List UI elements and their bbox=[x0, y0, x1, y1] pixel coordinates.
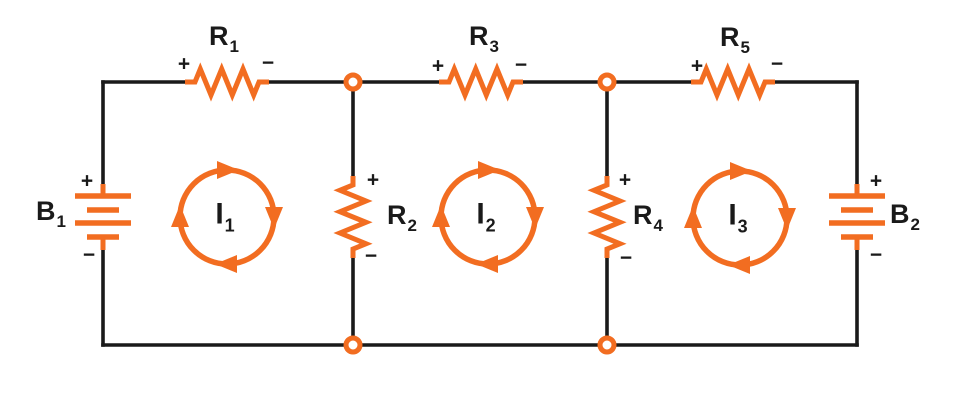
mesh-current-i3-label: I3 bbox=[728, 198, 748, 237]
resistor-r2-symbol bbox=[333, 176, 373, 258]
wires bbox=[101, 80, 859, 347]
junction-nodes bbox=[343, 72, 617, 355]
r3-plus-sign: + bbox=[431, 54, 445, 78]
mesh-current-loops bbox=[171, 161, 796, 274]
b2-minus-sign: − bbox=[869, 243, 883, 267]
mesh-loop-i1 bbox=[171, 161, 283, 273]
resistors bbox=[185, 62, 775, 258]
r3-minus-sign: − bbox=[514, 53, 528, 77]
resistor-r1-label: R1 bbox=[209, 21, 239, 56]
batteries bbox=[75, 184, 885, 250]
resistor-r4-symbol bbox=[587, 176, 627, 258]
resistor-r2-label: R2 bbox=[387, 200, 417, 235]
r1-plus-sign: + bbox=[177, 52, 191, 76]
battery-b1-symbol bbox=[75, 184, 131, 250]
mesh-loop-i3 bbox=[684, 162, 796, 274]
resistor-r3-label: R3 bbox=[469, 21, 499, 56]
node-bottom-right bbox=[597, 335, 617, 355]
battery-b1-label: B1 bbox=[36, 196, 66, 231]
r4-plus-sign: + bbox=[618, 168, 632, 192]
node-bottom-left bbox=[343, 335, 363, 355]
resistor-r1-symbol bbox=[185, 62, 269, 102]
r5-plus-sign: + bbox=[690, 54, 704, 78]
r2-plus-sign: + bbox=[366, 168, 380, 192]
resistor-r3-symbol bbox=[439, 62, 523, 102]
r1-minus-sign: − bbox=[261, 51, 275, 75]
mesh-current-i1-label: I1 bbox=[215, 197, 235, 236]
r2-minus-sign: − bbox=[364, 244, 378, 268]
b1-plus-sign: + bbox=[80, 169, 94, 193]
battery-b2-label: B2 bbox=[890, 199, 920, 234]
b1-minus-sign: − bbox=[82, 243, 96, 267]
resistor-r5-label: R5 bbox=[720, 22, 750, 57]
resistor-r4-label: R4 bbox=[633, 200, 663, 235]
r4-minus-sign: − bbox=[619, 246, 633, 270]
battery-b2-symbol bbox=[829, 184, 885, 250]
r5-minus-sign: − bbox=[770, 52, 784, 76]
resistor-r5-symbol bbox=[691, 62, 775, 102]
node-top-left bbox=[343, 72, 363, 92]
mesh-loop-i2 bbox=[432, 161, 544, 273]
mesh-current-i2-label: I2 bbox=[476, 197, 496, 236]
node-top-right bbox=[597, 72, 617, 92]
b2-plus-sign: + bbox=[869, 169, 883, 193]
